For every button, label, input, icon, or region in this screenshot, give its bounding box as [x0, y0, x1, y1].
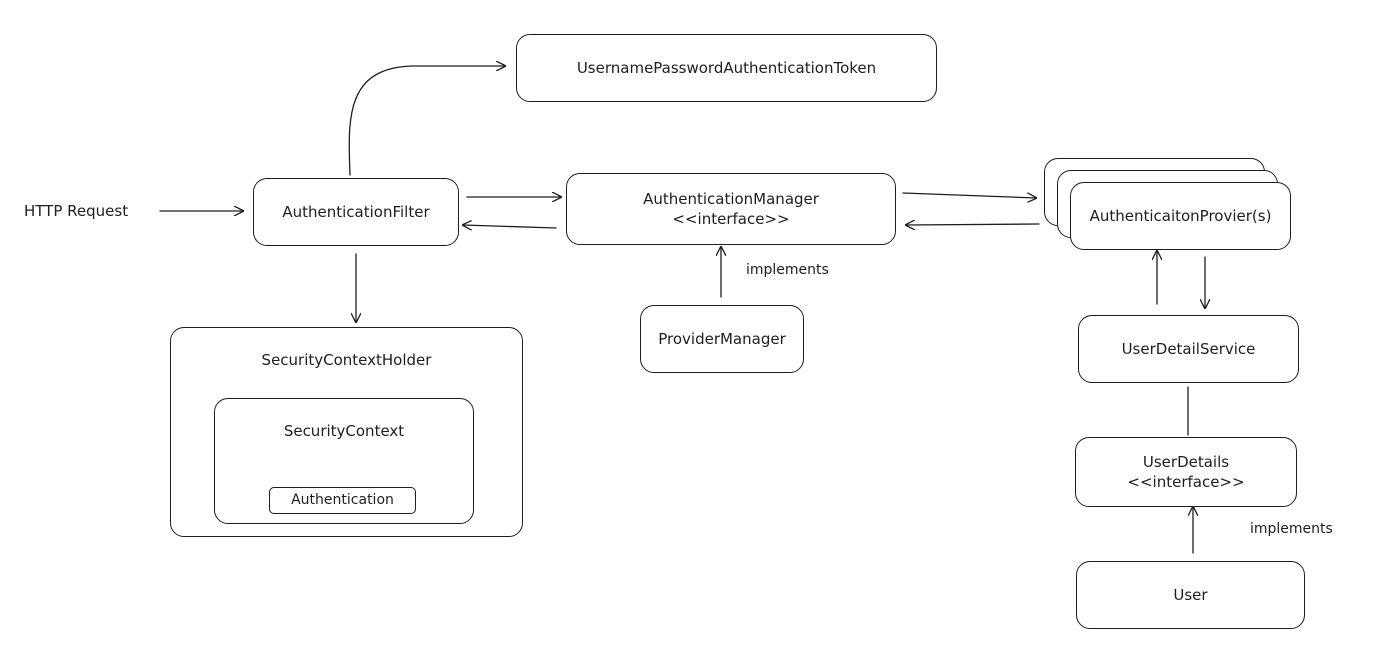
authentication-filter-box: AuthenticationFilter	[253, 178, 459, 246]
user-label: User	[1173, 585, 1208, 604]
security-context-label: SecurityContext	[283, 422, 405, 440]
user-box: User	[1076, 561, 1305, 629]
authentication-label: Authentication	[291, 492, 394, 509]
implements-user-label: implements	[1250, 521, 1333, 537]
authentication-provider-label: AuthenticaitonProvier(s)	[1089, 206, 1272, 225]
implements-manager-label: implements	[746, 262, 829, 278]
authentication-manager-label: AuthenticationManager	[643, 189, 819, 208]
arrow-manager-to-filter	[463, 225, 557, 228]
user-details-stereotype: <<interface>>	[1127, 473, 1245, 491]
provider-manager-label: ProviderManager	[658, 329, 786, 348]
arrow-filter-to-token	[348, 66, 505, 176]
authentication-filter-label: AuthenticationFilter	[282, 202, 430, 221]
authentication-manager-stereotype: <<interface>>	[672, 210, 790, 228]
user-details-label: UserDetails	[1142, 452, 1230, 471]
arrow-provider-to-manager	[906, 224, 1040, 225]
user-details-box: UserDetails <<interface>>	[1075, 437, 1297, 507]
token-label: UsernamePasswordAuthenticationToken	[576, 58, 877, 77]
security-context-holder-label: SecurityContextHolder	[261, 351, 432, 369]
user-detail-service-box: UserDetailService	[1078, 315, 1299, 383]
authentication-provider-box: AuthenticaitonProvier(s)	[1070, 182, 1291, 250]
authentication-manager-box: AuthenticationManager <<interface>>	[566, 173, 896, 245]
provider-manager-box: ProviderManager	[640, 305, 804, 373]
arrow-manager-to-provider	[902, 192, 1036, 198]
user-detail-service-label: UserDetailService	[1121, 339, 1256, 358]
token-box: UsernamePasswordAuthenticationToken	[516, 34, 937, 102]
http-request-label: HTTP Request	[24, 202, 129, 220]
authentication-box: Authentication	[269, 487, 416, 514]
